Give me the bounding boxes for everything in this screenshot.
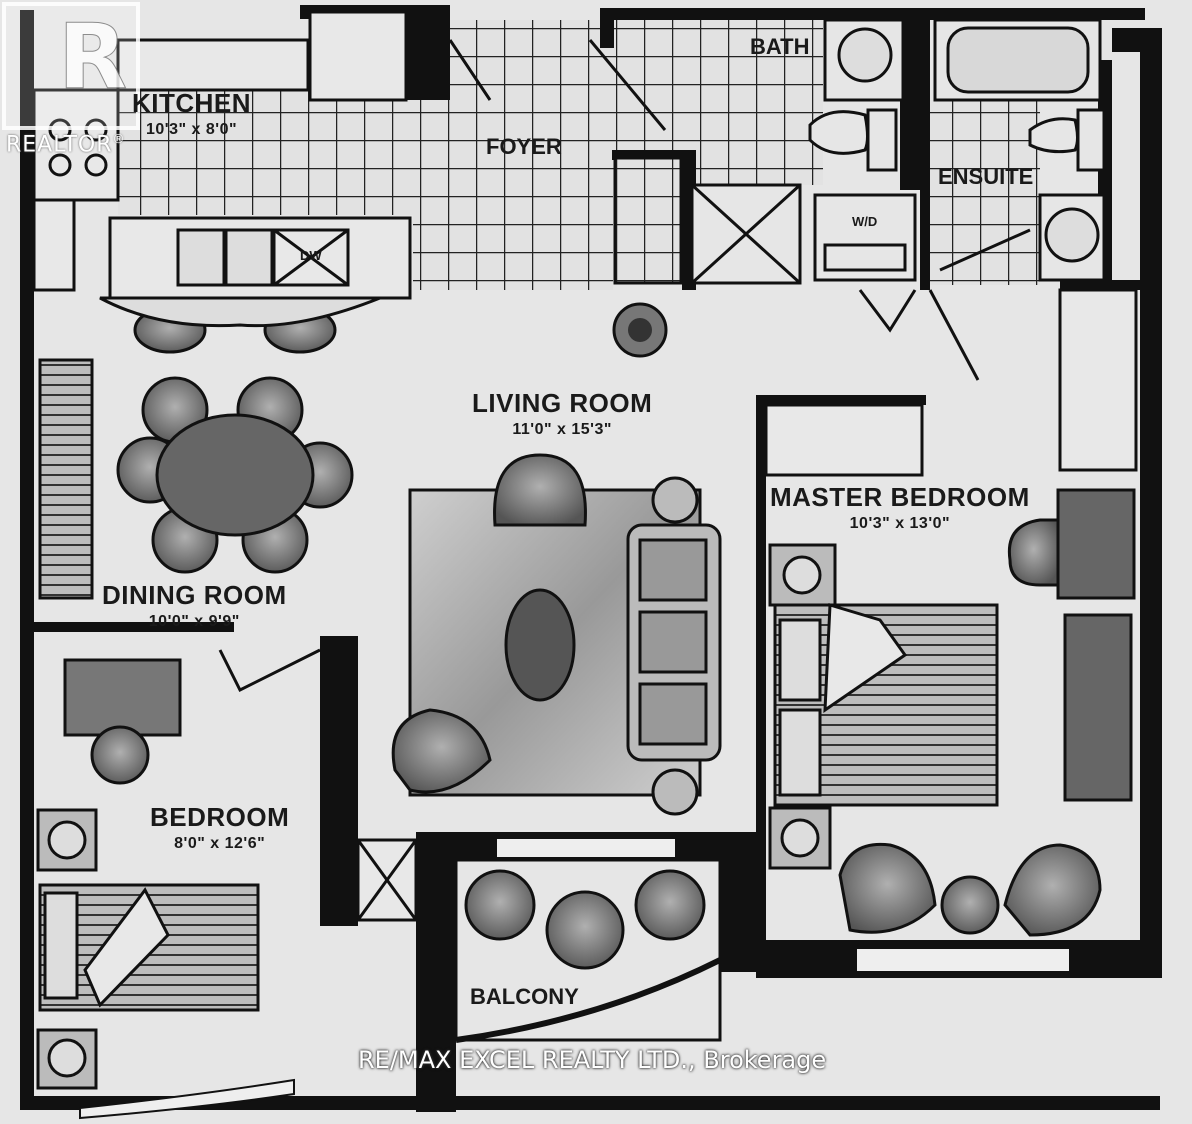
closets — [38, 288, 1138, 922]
tile-floor — [118, 20, 1040, 290]
dining-room-label: DINING ROOM 10'0" x 9'9" — [102, 580, 287, 630]
windows — [79, 837, 1071, 1120]
master-bedroom-label: MASTER BEDROOM 10'3" x 13'0" — [770, 482, 1030, 532]
dining-table-set — [99, 296, 381, 574]
svg-text:R: R — [58, 5, 127, 110]
kitchen-sink-icon — [176, 228, 350, 287]
plant-icon — [612, 302, 668, 358]
bedroom-set — [36, 658, 260, 1090]
realtor-logo: R — [2, 2, 140, 130]
balcony-label: BALCONY — [470, 984, 579, 1009]
master-bedroom-set — [768, 488, 1136, 937]
balcony-set — [464, 869, 706, 970]
ensuite-label: ENSUITE — [938, 164, 1034, 189]
bedroom-label: BEDROOM 8'0" x 12'6" — [150, 802, 290, 852]
kitchen-label: KITCHEN 10'3" x 8'0" — [132, 88, 252, 138]
balcony-railing — [455, 957, 722, 1043]
registered-mark: ® — [112, 132, 126, 146]
living-room-label: LIVING ROOM 11'0" x 15'3" — [472, 388, 653, 438]
bath-fixtures — [613, 18, 1106, 285]
foyer-label: FOYER — [486, 134, 562, 159]
bath-label: BATH — [750, 34, 810, 59]
washer-dryer-label: W/D — [852, 214, 878, 229]
brokerage-watermark: RE/MAX EXCEL REALTY LTD., Brokerage — [358, 1046, 827, 1074]
door-swings — [218, 39, 1031, 693]
realtor-watermark: REALTOR® — [6, 132, 126, 158]
living-room-set — [391, 453, 722, 816]
dishwasher-label: DW — [300, 248, 322, 263]
